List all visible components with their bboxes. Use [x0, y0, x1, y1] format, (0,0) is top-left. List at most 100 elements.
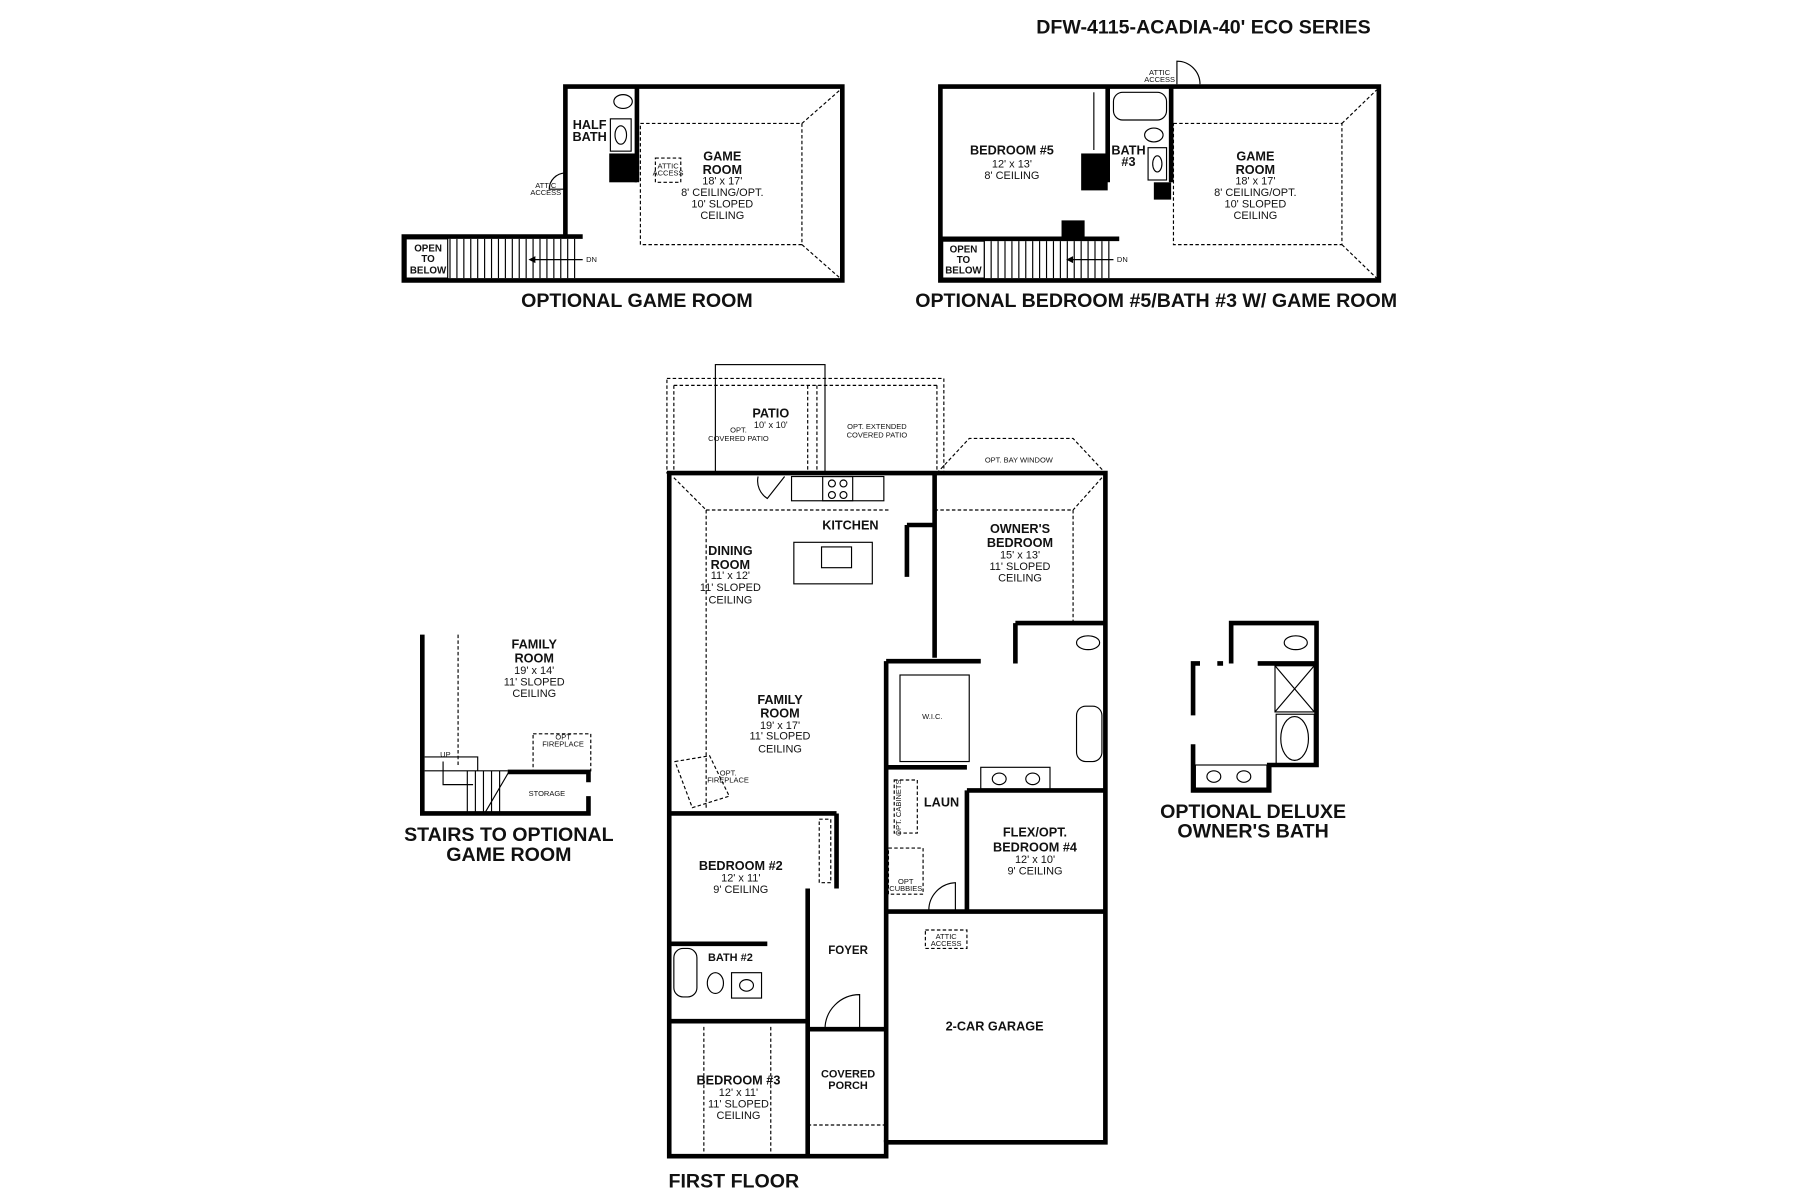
bedroom2-size: 12' x 11' — [721, 873, 760, 885]
family-room-ceiling: 11' SLOPED — [750, 731, 811, 743]
interior-walls — [940, 86, 1174, 242]
open-to-below-label: OPEN — [950, 245, 978, 256]
attic-door-icon — [1176, 60, 1201, 85]
toilet-icon — [1144, 127, 1164, 143]
family-room-label: FAMILY — [512, 637, 558, 651]
opt-cabinets-label: OPT. CABINETS — [894, 780, 903, 836]
bath2-label: BATH #2 — [708, 952, 753, 964]
shower-drain-lines — [1274, 665, 1315, 713]
game-room-ceiling: 10' SLOPED — [1225, 199, 1287, 211]
caption-first-floor: FIRST FLOOR — [668, 1170, 799, 1192]
dining-room-size: 11' x 12' — [711, 570, 750, 582]
open-to-below-label: OPEN — [414, 244, 442, 255]
burner-icon — [827, 490, 836, 500]
toilet-icon — [1283, 635, 1308, 651]
opt-cabinets-outline — [893, 779, 918, 834]
family-room-ceiling: 11' SLOPED — [504, 676, 565, 688]
attic-hatch — [924, 929, 968, 950]
bedroom3-ceiling: CEILING — [717, 1110, 761, 1122]
sloped-ceiling-outline — [639, 122, 803, 246]
attic-access-label: ATTIC — [936, 932, 958, 941]
wall-block — [1081, 153, 1108, 191]
game-room-ceiling: 10' SLOPED — [691, 199, 753, 211]
owners-bedroom-ceiling: CEILING — [998, 573, 1042, 585]
dining-room-label: ROOM — [711, 558, 750, 572]
caption-stairs: GAME ROOM — [446, 844, 571, 866]
open-to-below-label: TO — [421, 254, 435, 265]
family-room-label: ROOM — [514, 651, 553, 665]
stairs-icon — [424, 756, 510, 814]
game-room-size: 18' x 17' — [702, 176, 742, 188]
flex-room-size: 12' x 10' — [1015, 854, 1055, 866]
sloped-ceiling-outline — [1172, 122, 1343, 246]
game-room-walls — [401, 84, 845, 283]
opt-covered-patio-label: COVERED PATIO — [708, 434, 769, 443]
owners-bedroom-ceiling: 11' SLOPED — [990, 561, 1051, 573]
attic-access-label: ATTIC — [1149, 68, 1171, 77]
open-to-below-box — [405, 238, 449, 279]
sink-icon — [609, 118, 632, 152]
wic-shelving — [899, 674, 970, 763]
opt-bay-window-outline — [936, 437, 1106, 474]
owners-bedroom-label: OWNER'S — [990, 522, 1050, 536]
bedroom5-walls — [938, 84, 1382, 283]
opt-bay-window-label: OPT. BAY WINDOW — [985, 456, 1054, 465]
sink-basin-icon — [614, 125, 628, 145]
open-to-below-label: BELOW — [410, 265, 447, 276]
ceiling-diagonals — [801, 89, 841, 279]
family-room-label: FAMILY — [757, 693, 803, 707]
bedroom2-ceiling: 9' CEILING — [713, 884, 768, 896]
covered-porch-label: PORCH — [828, 1080, 868, 1092]
bedroom5-label: BEDROOM #5 — [970, 144, 1054, 158]
optional-bedroom5-plan: DN OPEN TO BELOW BEDROOM #5 12' x 13' 8'… — [915, 60, 1397, 312]
opt-fireplace-outline — [674, 755, 731, 809]
deluxe-bath-walls — [1190, 620, 1319, 793]
open-to-below-box — [942, 240, 985, 279]
vanity-icon — [1194, 764, 1268, 789]
opt-cubbies-outline — [887, 847, 924, 895]
opt-extended-patio-outline — [673, 384, 938, 474]
wall-block — [1153, 182, 1172, 200]
wall-block — [609, 153, 637, 183]
dining-room-ceiling: CEILING — [708, 594, 752, 606]
dining-room-label: DINING — [708, 544, 753, 558]
opt-extended-patio-label: COVERED PATIO — [847, 430, 908, 439]
kitchen-label: KITCHEN — [822, 519, 878, 533]
burner-icon — [839, 490, 848, 500]
wall-block — [1061, 220, 1085, 239]
family-room-ceiling: CEILING — [512, 688, 556, 700]
burner-icon — [827, 479, 836, 488]
dn-label: DN — [1117, 255, 1128, 264]
deluxe-bath-plan: OPTIONAL DELUXE OWNER'S BATH — [1160, 620, 1346, 843]
attic-access-label: ACCESS — [530, 188, 561, 197]
optional-game-room-plan: DN OPEN TO BELOW HALF BATH GAME ROOM 18'… — [401, 84, 845, 312]
flex-room-label: FLEX/OPT. — [1003, 826, 1067, 840]
family-room-label: ROOM — [760, 707, 799, 721]
sink-basin-icon — [991, 772, 1007, 786]
game-room-label: ROOM — [1236, 163, 1275, 177]
sink-icon — [1147, 147, 1168, 181]
flex-room-label: BEDROOM #4 — [993, 841, 1077, 855]
toilet-icon — [1075, 635, 1101, 651]
owners-wc-walls — [1013, 620, 1106, 664]
stairs-walls — [419, 634, 591, 816]
porch-outline — [703, 1026, 887, 1154]
sink-icon — [730, 972, 763, 999]
bathtub-icon — [1075, 705, 1103, 763]
stairs-plan: FAMILY ROOM 19' x 14' 11' SLOPED CEILING… — [404, 634, 614, 866]
caption-optional-bedroom5: OPTIONAL BEDROOM #5/BATH #3 W/ GAME ROOM — [915, 290, 1397, 312]
covered-porch-label: COVERED — [821, 1069, 875, 1081]
open-to-below-label: TO — [957, 255, 971, 266]
bedroom5-size: 12' x 13' — [992, 158, 1032, 170]
burner-icon — [839, 479, 848, 488]
shower-icon — [1274, 665, 1315, 713]
garage-door-icon — [928, 882, 956, 912]
patio-label: PATIO — [752, 407, 789, 421]
stairs-icon — [449, 238, 583, 279]
game-room-size: 18' x 17' — [1235, 176, 1275, 188]
vanity-icon — [980, 766, 1051, 791]
cooktop-icon — [822, 475, 854, 502]
game-room-ceiling: CEILING — [700, 210, 744, 222]
sink-basin-icon — [739, 979, 755, 992]
